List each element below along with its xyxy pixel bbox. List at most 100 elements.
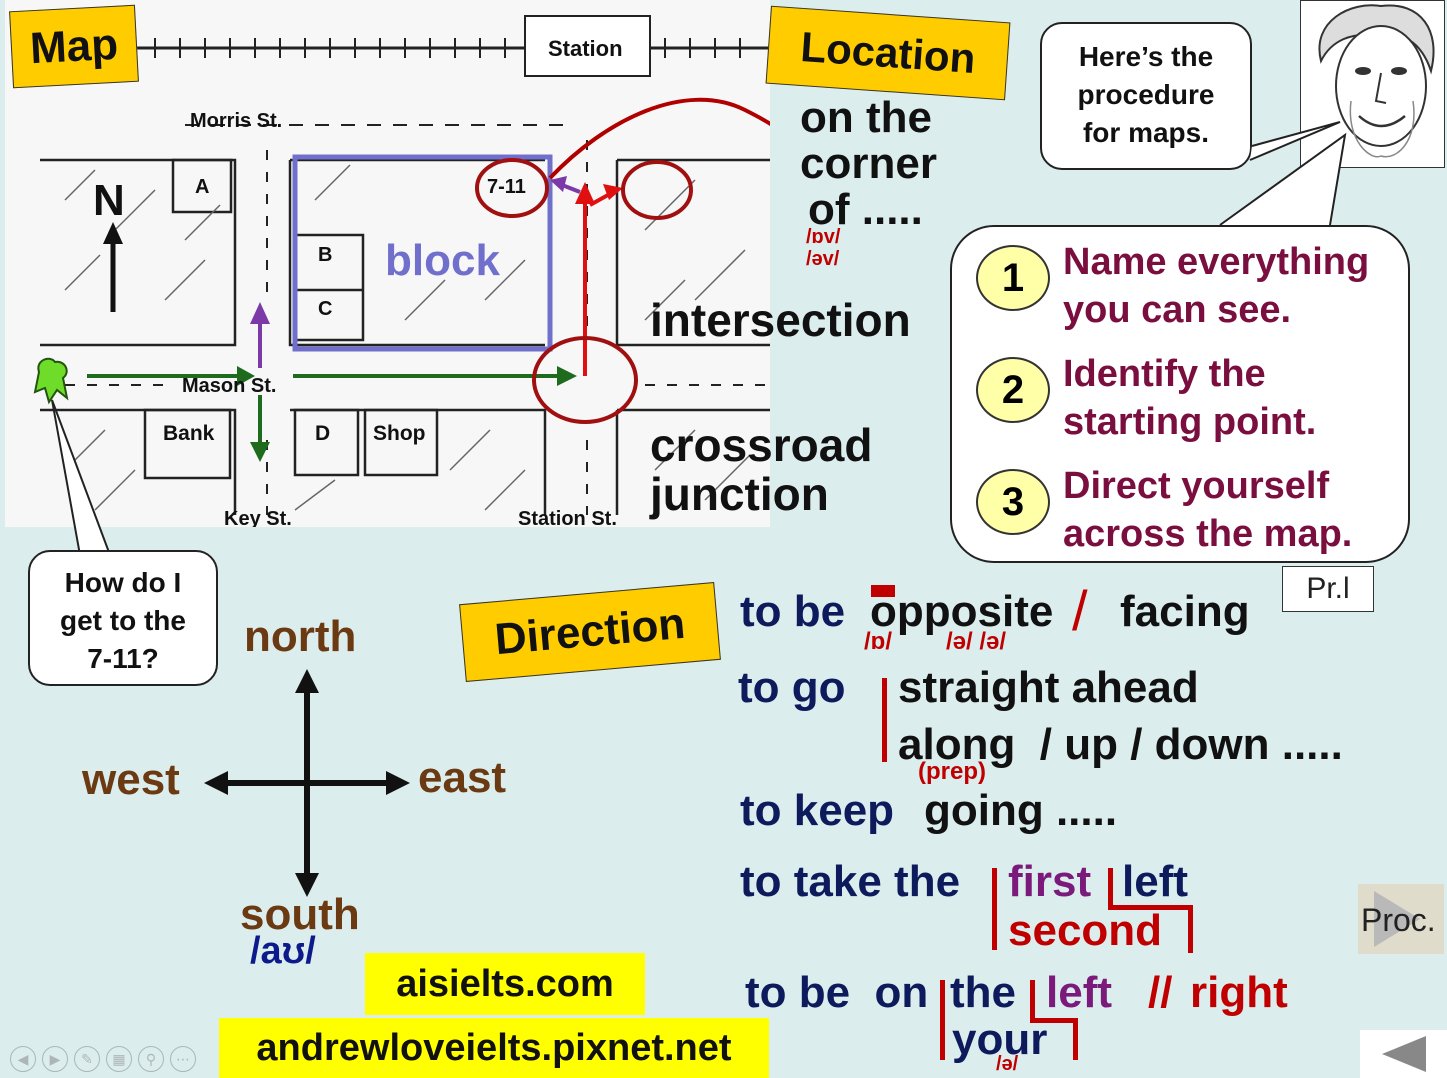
stress-mark: [871, 585, 895, 597]
play-triangle-icon: [1374, 891, 1420, 947]
north-marker: N: [93, 176, 125, 225]
step-1-line-1: Name everything: [1063, 241, 1370, 283]
be-on-right-word: right: [1190, 968, 1288, 1017]
next-slide-icon[interactable]: ▶: [42, 1046, 68, 1072]
previous-slide-icon[interactable]: ◀: [10, 1046, 36, 1072]
question-bubble-tail: [51, 399, 112, 556]
location-tag: Location: [765, 5, 1011, 101]
building-a: A: [195, 176, 210, 198]
corner-line-1: on the: [800, 93, 932, 142]
junction-label: junction: [650, 468, 829, 520]
be-on-separator: //: [1148, 968, 1173, 1017]
crossroad-label: crossroad: [650, 419, 873, 471]
map-tag: Map: [9, 4, 139, 89]
step-3-line-2: across the map.: [1063, 513, 1353, 555]
take-bracket-join: [1108, 905, 1193, 910]
step-3-text: Direct yourself across the map.: [1063, 462, 1352, 558]
step-2-line-2: starting point.: [1063, 401, 1317, 443]
building-shop: Shop: [373, 422, 426, 445]
pen-icon[interactable]: ✎: [74, 1046, 100, 1072]
building-bank: Bank: [163, 422, 215, 445]
opposite-word: opposite: [870, 587, 1054, 636]
take-bracket-left: [992, 868, 997, 950]
take-left-word: left: [1122, 857, 1188, 906]
block-label: block: [385, 236, 500, 285]
prep-note: (prep): [918, 758, 986, 785]
back-triangle-icon: [1382, 1036, 1426, 1072]
compass-south: south: [240, 890, 360, 939]
take-prefix: to take the: [740, 857, 961, 906]
keep-prefix: to keep: [740, 786, 895, 835]
go-bracket: [882, 678, 887, 762]
key-street-label: Key St.: [224, 508, 292, 527]
of-pronunciation: /ɒv/ /əv/: [806, 226, 840, 270]
street-map-drawing: [33, 15, 770, 515]
south-pronunciation: /aʊ/: [250, 930, 316, 972]
map-panel: Station Morris St. N A B C 7-11 block Ma…: [5, 0, 770, 527]
teacher-face-icon: [1318, 4, 1435, 158]
compass-west: west: [82, 755, 180, 804]
question-line-1: How do I: [64, 567, 182, 598]
station-street-label: Station St.: [518, 508, 617, 527]
compass-cross-arrows: [204, 669, 410, 897]
morris-street-label: Morris St.: [190, 110, 283, 132]
building-seven-eleven: 7-11: [487, 176, 526, 198]
question-bubble: How do I get to the 7-11?: [28, 550, 218, 686]
teacher-speech-bubble: Here’s the procedure for maps.: [1040, 22, 1252, 170]
step-2-text: Identify the starting point.: [1063, 350, 1316, 446]
slides-grid-icon[interactable]: ▦: [106, 1046, 132, 1072]
corner-line-3: of .....: [808, 185, 923, 234]
opposite-pron-2: /ə/ /ə/: [946, 628, 1007, 655]
second-word: second: [1008, 906, 1163, 955]
more-options-icon[interactable]: ⋯: [170, 1046, 196, 1072]
teacher-speech-line-2: procedure: [1077, 79, 1215, 110]
be-on-bracket-mid: [1030, 980, 1035, 1022]
compass-east: east: [418, 753, 507, 802]
be-on-bracket-right: [1073, 1018, 1078, 1060]
building-b: B: [318, 244, 333, 266]
of-pron-2: /əv/: [806, 248, 840, 270]
step-3-line-1: Direct yourself: [1063, 465, 1330, 507]
step-2-line-1: Identify the: [1063, 353, 1266, 395]
corner-line-2: corner: [800, 139, 937, 188]
be-on-left-word: left: [1046, 968, 1112, 1017]
keep-going: going .....: [924, 786, 1118, 835]
building-d: D: [315, 422, 331, 445]
of-pron-1: /ɒv/: [806, 226, 841, 248]
straight-ahead: straight ahead: [898, 663, 1199, 712]
take-bracket-right: [1188, 905, 1193, 953]
procedure-button[interactable]: Proc.: [1358, 884, 1444, 954]
corner-phrase: on the corner of .....: [800, 95, 937, 233]
step-1-text: Name everything you can see.: [1063, 238, 1369, 334]
teacher-portrait: [1300, 0, 1445, 168]
compass-north: north: [244, 612, 357, 661]
bubble-tails: [1219, 121, 1347, 226]
be-on-prefix: to be on: [745, 968, 929, 1017]
opposite-prefix: to be: [740, 587, 846, 636]
opposite-slash: /: [1072, 579, 1088, 642]
site-andrewloveielts[interactable]: andrewloveielts.pixnet.net: [219, 1018, 769, 1078]
pronunciation-button[interactable]: Pr.l: [1282, 566, 1374, 612]
direction-tag: Direction: [459, 581, 721, 683]
take-bracket-mid: [1108, 868, 1113, 910]
the-word: the: [950, 968, 1016, 1017]
mason-street-label: Mason St.: [182, 375, 277, 397]
zoom-icon[interactable]: ⚲: [138, 1046, 164, 1072]
your-pronunciation: /ə/: [996, 1053, 1019, 1075]
step-1-number: 1: [976, 245, 1050, 311]
intersection-label: intersection: [650, 294, 911, 346]
back-button[interactable]: [1360, 1030, 1447, 1078]
along-up-down: along / up / down .....: [898, 720, 1343, 769]
step-1-line-2: you can see.: [1063, 289, 1292, 331]
teacher-speech-line-3: for maps.: [1082, 117, 1210, 148]
question-line-3: 7-11?: [87, 643, 159, 674]
question-line-2: get to the: [60, 605, 186, 636]
go-prefix: to go: [738, 663, 846, 712]
opposite-pron-1: /ɒ/: [864, 628, 892, 655]
be-on-bracket-left: [940, 980, 945, 1060]
step-2-number: 2: [976, 357, 1050, 423]
be-on-bracket-join: [1030, 1018, 1078, 1023]
site-aisielts[interactable]: aisielts.com: [365, 953, 645, 1015]
your-word: your: [952, 1015, 1048, 1064]
step-3-number: 3: [976, 469, 1050, 535]
